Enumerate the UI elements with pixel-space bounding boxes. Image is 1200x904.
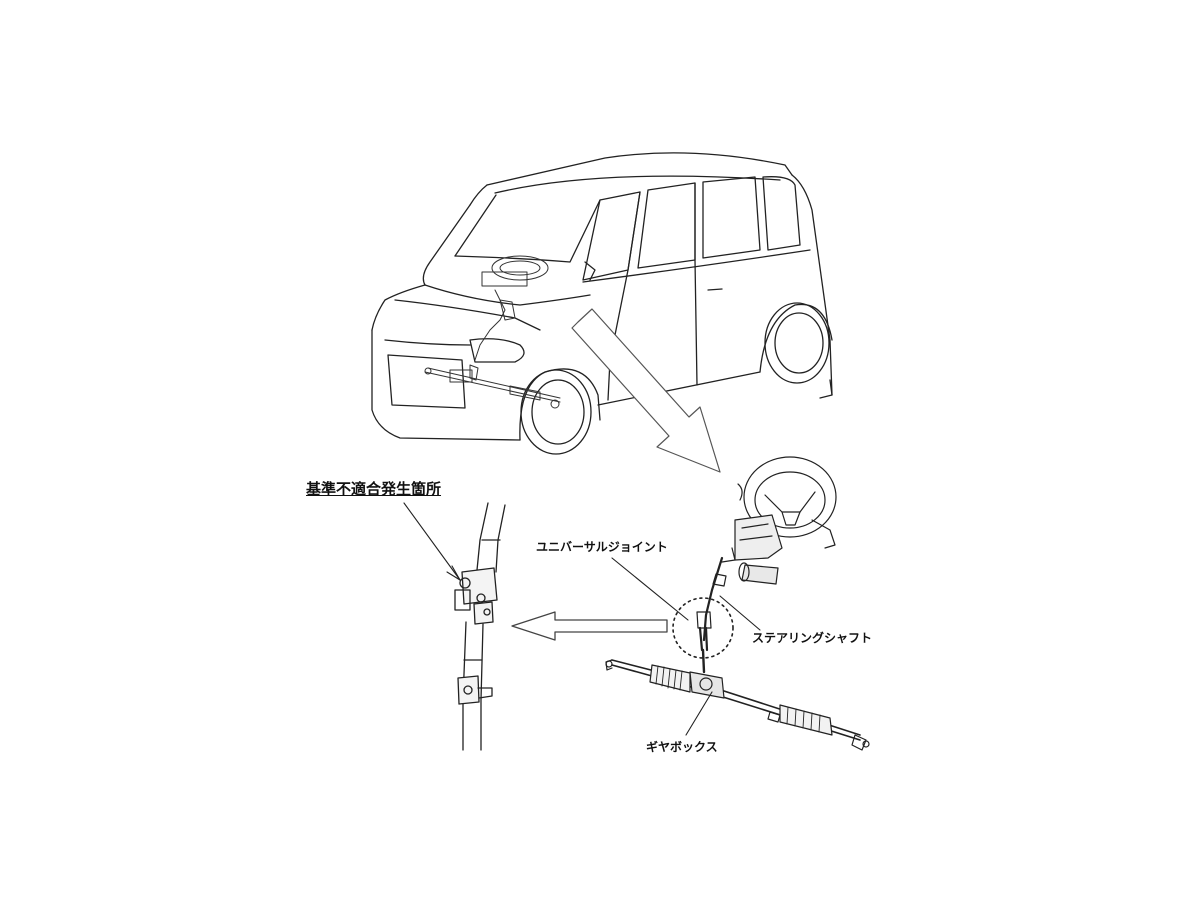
universal-joint-highlight-circle [673,598,733,658]
leader-defect-arrowhead [447,566,460,580]
vehicle-illustration [372,153,832,454]
defect-location-label: 基準不適合発生箇所 [306,480,442,498]
steering-assembly-illustration [606,457,869,750]
leader-universal-joint [612,558,688,620]
gearbox-label: ギヤボックス [646,740,718,754]
arrow-left-icon [512,612,667,640]
arrow-zoom-down-icon [572,309,720,472]
leader-gearbox [686,692,712,735]
leader-defect-location [404,503,460,580]
leader-steering-shaft [720,596,760,630]
universal-joint-label: ユニバーサルジョイント [536,540,668,554]
detail-view-illustration [455,503,505,750]
steering-shaft-label: ステアリングシャフト [752,631,873,645]
